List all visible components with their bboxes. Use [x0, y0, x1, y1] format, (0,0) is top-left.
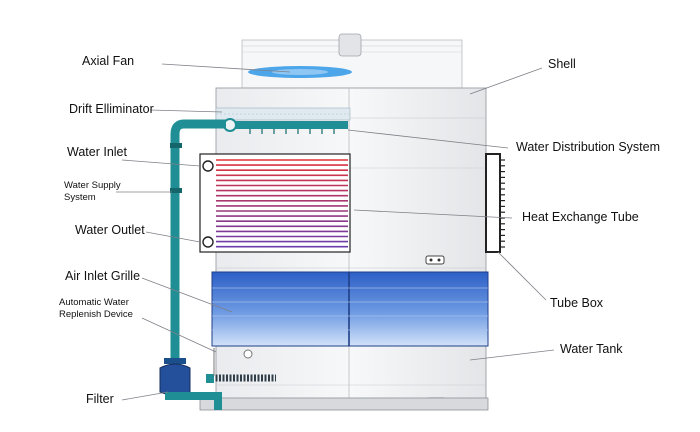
tube-box — [485, 153, 505, 253]
label-tube-box: Tube Box — [550, 296, 604, 310]
fan-housing — [241, 33, 463, 89]
label-water-distribution-system: Water Distribution System — [516, 140, 661, 154]
label-water-supply-line2: System — [64, 191, 96, 203]
water-supply-pipe — [170, 119, 226, 372]
label-water-outlet: Water Outlet — [75, 223, 145, 237]
automatic-water-replenish-device — [206, 348, 276, 383]
heat-exchange-tube — [199, 153, 351, 253]
label-drift-eliminator: Drift Elliminator — [69, 102, 154, 116]
label-automatic-water-replenish: Automatic Water Replenish Device — [59, 297, 133, 321]
label-water-supply-system: Water Supply System — [64, 180, 121, 204]
leader-lines — [116, 63, 555, 401]
label-water-inlet: Water Inlet — [67, 145, 127, 159]
label-filter: Filter — [86, 392, 114, 406]
label-air-inlet-grille: Air Inlet Grille — [65, 269, 141, 283]
label-shell: Shell — [548, 57, 576, 71]
label-auto-water-line1: Automatic Water — [59, 297, 129, 308]
label-auto-water-line2: Replenish Device — [59, 308, 133, 320]
fan-motor — [338, 33, 362, 57]
air-inlet-grille — [211, 271, 489, 347]
pump-icon — [159, 358, 222, 410]
label-water-supply-line1: Water Supply — [64, 180, 121, 191]
label-heat-exchange-tube: Heat Exchange Tube — [522, 210, 639, 224]
tower-base — [199, 397, 489, 411]
label-axial-fan: Axial Fan — [82, 54, 135, 68]
water-distribution-system — [223, 118, 348, 134]
label-water-tank: Water Tank — [560, 342, 623, 356]
